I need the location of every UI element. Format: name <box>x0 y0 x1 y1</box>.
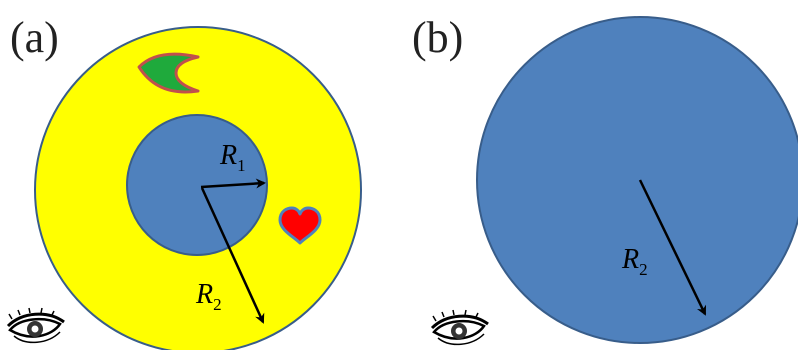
eye-icon <box>6 307 65 344</box>
heart-icon <box>278 206 322 245</box>
panel-b-label: (b) <box>412 13 463 62</box>
r2-label-b: R2 <box>621 244 648 279</box>
r2-label-a: R2 <box>195 279 222 314</box>
panel-a-label: (a) <box>10 13 59 62</box>
panel-b: (b) R2 <box>412 13 798 346</box>
solid-sphere <box>476 16 798 344</box>
panel-a: (a) R1 R2 <box>6 13 362 350</box>
inner-core <box>126 114 268 256</box>
r2-arrow-b <box>638 179 707 316</box>
r1-label: R1 <box>219 140 246 175</box>
r1-arrow <box>200 178 266 189</box>
crescent-icon <box>137 52 200 94</box>
eye-icon <box>430 309 489 346</box>
r2-arrow-a <box>200 187 265 324</box>
